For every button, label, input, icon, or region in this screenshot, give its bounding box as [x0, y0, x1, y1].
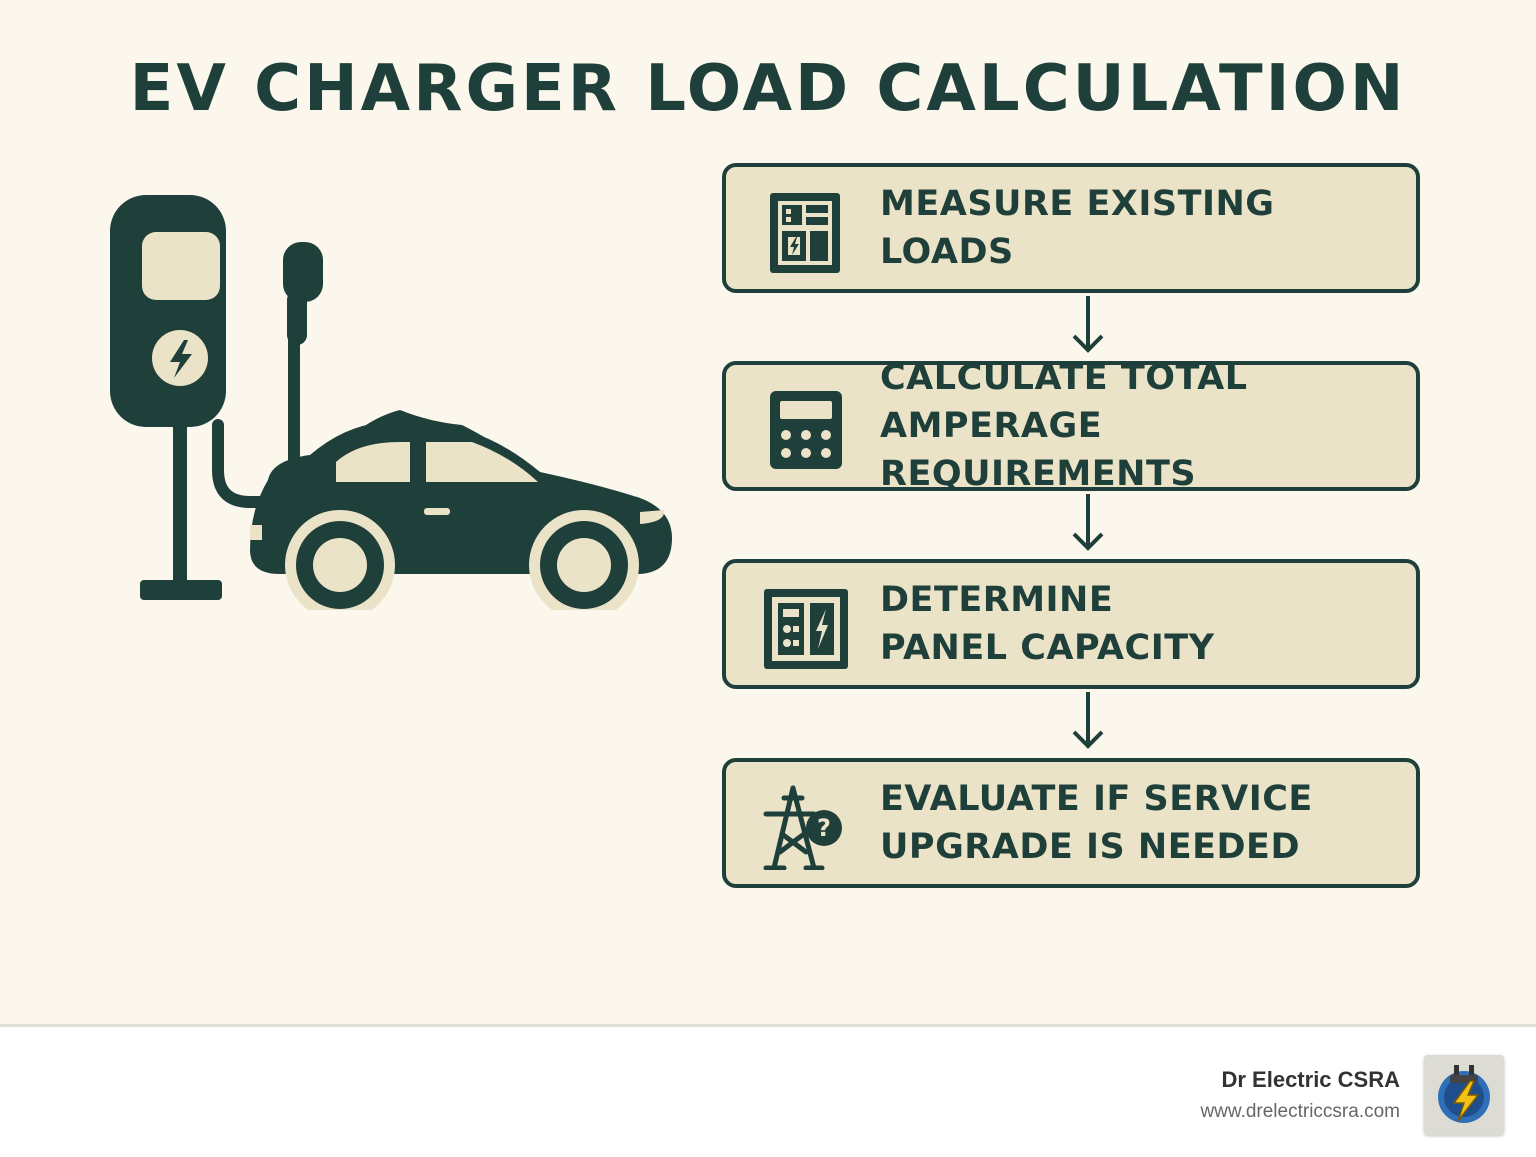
breaker-panel-icon	[764, 589, 848, 669]
ev-charging-illustration	[110, 195, 672, 610]
step-measure-existing-loads: MEASURE EXISTING LOADS	[722, 163, 1420, 293]
plug-lightning-logo-icon	[1438, 1065, 1490, 1123]
ev-charging-station-icon	[110, 195, 323, 600]
step-label: CALCULATE TOTAL AMPERAGE REQUIREMENTS	[880, 358, 1248, 494]
brand-logo	[1424, 1055, 1504, 1135]
electrical-panel-icon	[770, 193, 840, 273]
arrow-down-icon	[1072, 296, 1104, 353]
calculator-icon	[770, 391, 842, 469]
step-label: MEASURE EXISTING LOADS	[880, 184, 1275, 272]
arrow-down-icon	[1072, 692, 1104, 749]
step-evaluate-service-upgrade: ? EVALUATE IF SERVICE UPGRADE IS NEEDED	[722, 758, 1420, 888]
svg-text:?: ?	[817, 814, 831, 842]
step-label: EVALUATE IF SERVICE UPGRADE IS NEEDED	[880, 779, 1313, 867]
car-icon	[250, 410, 672, 610]
footer: Dr Electric CSRA www.drelectriccsra.com	[0, 1024, 1536, 1157]
step-calculate-amperage: CALCULATE TOTAL AMPERAGE REQUIREMENTS	[722, 358, 1420, 494]
brand-url[interactable]: www.drelectriccsra.com	[1200, 1101, 1400, 1122]
page-title: EV CHARGER LOAD CALCULATION	[129, 52, 1407, 126]
arrow-down-icon	[1072, 494, 1104, 551]
step-label: DETERMINE PANEL CAPACITY	[880, 580, 1215, 668]
brand-name: Dr Electric CSRA	[1221, 1067, 1400, 1092]
power-tower-question-icon: ?	[763, 785, 842, 870]
step-determine-panel-capacity: DETERMINE PANEL CAPACITY	[722, 559, 1420, 689]
